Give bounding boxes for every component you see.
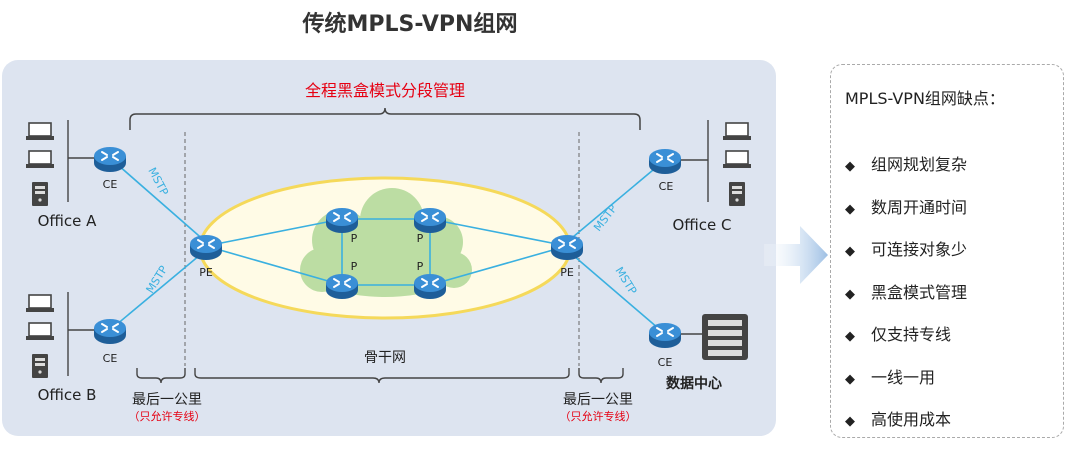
router-label: CE <box>103 352 118 365</box>
list-item: ◆可连接对象少 <box>845 240 968 259</box>
router-icon <box>413 273 447 300</box>
router-label: CE <box>103 178 118 191</box>
list-item: ◆黑盒模式管理 <box>845 282 968 302</box>
diamond-icon: ◆ <box>845 414 855 429</box>
management-label: 全程黑盒模式分段管理 <box>305 81 465 100</box>
laptop-icon <box>722 122 752 141</box>
router-icon <box>413 207 447 234</box>
diamond-icon: ◆ <box>845 244 855 259</box>
list-item: ◆组网规划复杂 <box>845 155 968 174</box>
router-icon <box>325 273 359 300</box>
management-brace <box>129 107 641 130</box>
router-icon <box>93 146 127 173</box>
server-rack-icon <box>702 314 748 360</box>
last-mile-left-note: （只允许专线） <box>129 409 206 423</box>
router-icon <box>189 234 223 261</box>
laptop-icon <box>722 150 752 169</box>
last-mile-right-label: 最后一公里 <box>563 392 633 408</box>
list-item: ◆一线一用 <box>845 367 936 387</box>
arrow-right-icon <box>764 226 828 284</box>
desktop-tower-icon <box>32 354 48 378</box>
network-links <box>109 157 666 335</box>
office-stems <box>67 120 709 376</box>
office-b-label: Office B <box>38 386 97 404</box>
office-c-label: Office C <box>672 216 731 234</box>
desktop-tower-icon <box>729 182 745 206</box>
diamond-icon: ◆ <box>845 286 855 302</box>
router-icon <box>93 318 127 345</box>
list-item: ◆数周开通时间 <box>845 197 968 217</box>
router-icon <box>648 148 682 175</box>
router-icon <box>648 322 682 349</box>
diamond-icon: ◆ <box>845 329 855 344</box>
mstp-label: MSTP <box>144 263 171 295</box>
backbone-label: 骨干网 <box>364 350 406 366</box>
router-label: P <box>417 232 424 245</box>
drawbacks-list: ◆组网规划复杂 ◆数周开通时间 ◆可连接对象少 ◆黑盒模式管理 ◆仅支持专线 ◆… <box>845 151 967 449</box>
router-label: PE <box>199 266 213 279</box>
laptop-icon <box>25 322 55 341</box>
router-label: P <box>351 260 358 273</box>
laptop-icon <box>25 150 55 169</box>
laptop-icon <box>25 122 55 141</box>
page-title: 传统MPLS-VPN组网 <box>302 12 518 37</box>
router-icon <box>325 207 359 234</box>
router-label: PE <box>560 266 574 279</box>
router-label: P <box>351 232 358 245</box>
network-diagram: 全程黑盒模式分段管理 Office A Office B Office C <box>25 81 752 423</box>
drawbacks-panel: MPLS-VPN组网缺点： ◆组网规划复杂 ◆数周开通时间 ◆可连接对象少 ◆黑… <box>830 64 1064 438</box>
router-label: P <box>417 260 424 273</box>
office-a-label: Office A <box>38 212 98 230</box>
drawbacks-title: MPLS-VPN组网缺点： <box>845 89 1005 108</box>
diagram-panel: 全程黑盒模式分段管理 Office A Office B Office C <box>2 60 776 436</box>
diamond-icon: ◆ <box>845 371 855 387</box>
last-mile-left-label: 最后一公里 <box>132 392 202 408</box>
desktop-tower-icon <box>32 182 48 206</box>
laptop-icon <box>25 294 55 313</box>
last-mile-right-note: （只允许专线） <box>560 409 637 423</box>
diamond-icon: ◆ <box>845 159 855 174</box>
list-item: ◆仅支持专线 <box>845 325 952 344</box>
diamond-icon: ◆ <box>845 201 855 217</box>
separator-lines <box>184 132 580 366</box>
list-item: ◆高使用成本 <box>845 410 952 429</box>
bottom-braces <box>136 368 624 384</box>
router-label: CE <box>658 356 673 369</box>
router-icon <box>550 234 584 261</box>
datacenter-label: 数据中心 <box>666 375 722 392</box>
router-label: CE <box>659 180 674 193</box>
